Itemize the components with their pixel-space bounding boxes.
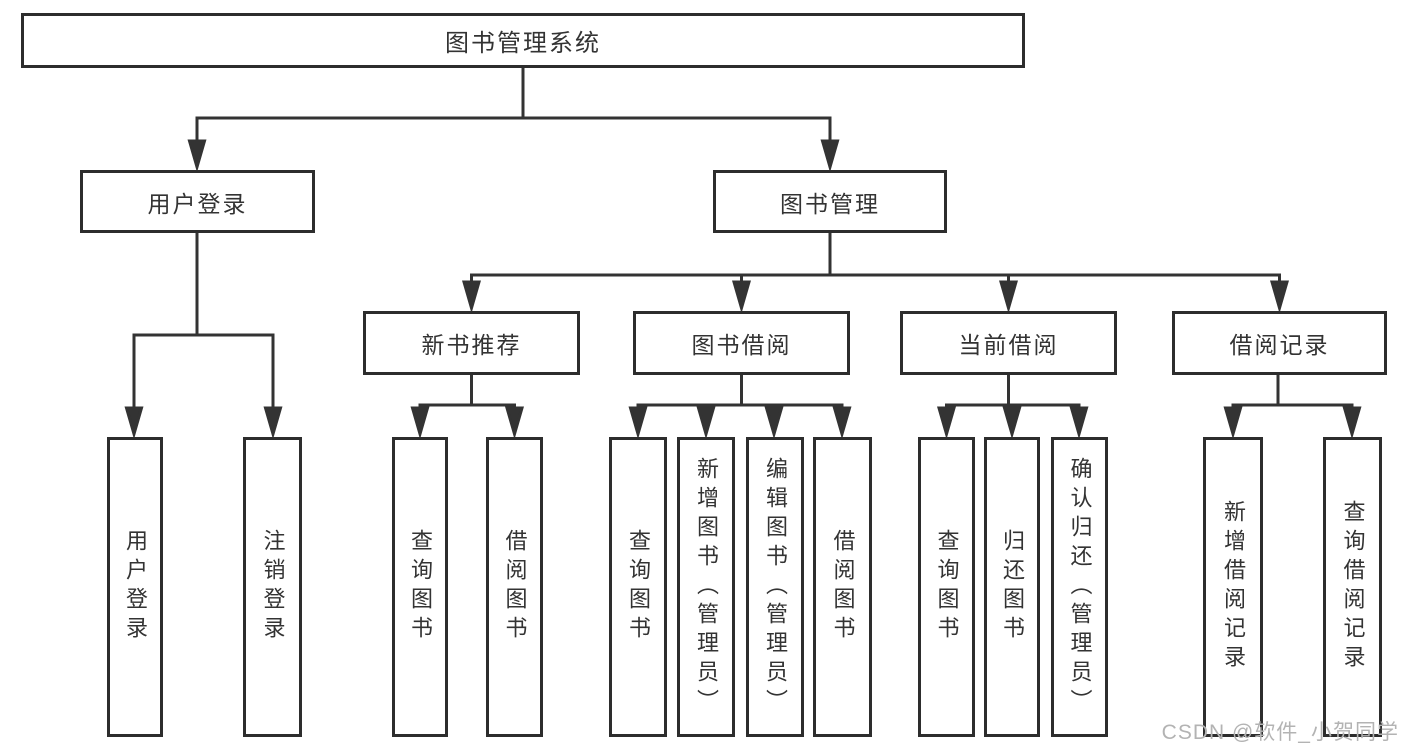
node-leaf-confirm-return-admin: 确认归还（管理员） [1051,437,1108,737]
node-leaf-return-books: 归还图书 [984,437,1040,737]
node-book-management: 图书管理 [713,170,947,233]
node-library-system: 图书管理系统 [21,13,1025,68]
node-label: 新增图书（管理员） [694,456,719,718]
node-leaf-query-books-c: 查询图书 [918,437,975,737]
node-leaf-borrow-books-a: 借阅图书 [486,437,543,737]
node-label: 新书推荐 [421,332,522,358]
node-label: 新增借阅记录 [1221,500,1246,674]
node-label: 编辑图书（管理员） [763,456,788,718]
node-book-borrowing: 图书借阅 [633,311,850,375]
node-label: 图书管理系统 [445,30,601,57]
node-user-login: 用户登录 [80,170,315,233]
node-leaf-add-borrow-record: 新增借阅记录 [1203,437,1263,737]
node-label: 查询图书 [934,529,960,645]
node-label: 借阅图书 [502,529,528,645]
node-label: 注销登录 [260,529,286,645]
node-leaf-logout: 注销登录 [243,437,302,737]
node-label: 确认归还（管理员） [1067,456,1093,718]
node-current-borrowing: 当前借阅 [900,311,1117,375]
node-leaf-borrow-books-b: 借阅图书 [813,437,872,737]
node-label: 查询借阅记录 [1340,500,1366,674]
node-label: 借阅图书 [830,529,856,645]
node-label: 查询图书 [408,529,433,645]
node-leaf-edit-books-admin: 编辑图书（管理员） [746,437,804,737]
node-label: 图书管理 [780,190,880,217]
node-leaf-query-books-b: 查询图书 [609,437,667,737]
node-label: 当前借阅 [958,332,1059,358]
node-leaf-query-books-a: 查询图书 [392,437,448,737]
node-borrowing-records: 借阅记录 [1172,311,1387,375]
node-label: 归还图书 [1000,529,1025,645]
node-label: 图书借阅 [691,332,792,358]
node-leaf-add-books-admin: 新增图书（管理员） [677,437,735,737]
node-leaf-query-borrow-record: 查询借阅记录 [1323,437,1382,737]
node-leaf-user-login: 用户登录 [107,437,163,737]
node-label: 用户登录 [147,190,248,217]
node-new-book-recommendation: 新书推荐 [363,311,580,375]
node-label: 用户登录 [123,529,148,645]
watermark: CSDN @软件_小贺同学 [1161,721,1399,744]
node-label: 借阅记录 [1229,332,1330,358]
node-label: 查询图书 [626,529,651,645]
